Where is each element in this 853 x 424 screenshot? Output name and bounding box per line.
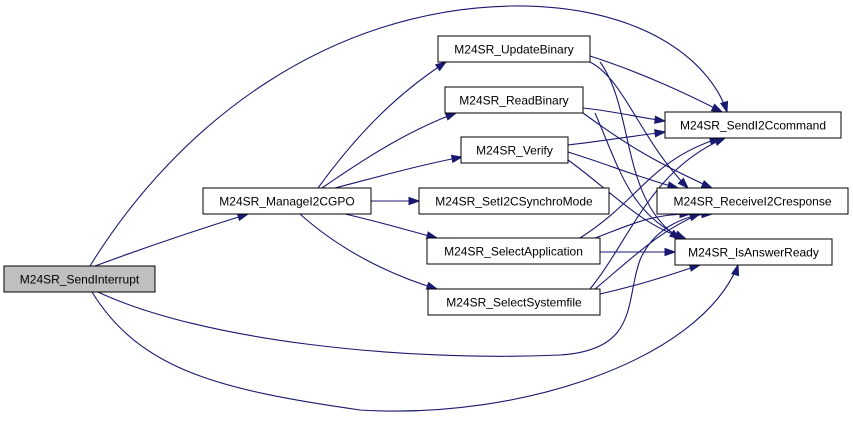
arrowhead xyxy=(720,100,729,114)
node-update-binary[interactable]: M24SR_UpdateBinary xyxy=(437,35,591,63)
edge-line xyxy=(594,112,686,240)
edge-line xyxy=(589,55,723,113)
node-set-i2c-synchro-mode[interactable]: M24SR_SetI2CSynchroMode xyxy=(418,187,610,215)
edge-send-interrupt-to-send-i2c-command xyxy=(89,5,729,267)
node-label: M24SR_IsAnswerReady xyxy=(688,246,819,260)
edge-line xyxy=(97,213,713,357)
edge-select-systemfile-to-is-answer-ready xyxy=(599,263,702,295)
arrowhead xyxy=(425,281,439,290)
node-manage-i2c-gpo[interactable]: M24SR_ManageI2CGPO xyxy=(202,187,372,215)
node-select-systemfile[interactable]: M24SR_SelectSystemfile xyxy=(427,288,601,316)
arrowhead xyxy=(444,112,458,121)
edge-line xyxy=(344,213,438,239)
edge-send-interrupt-to-is-answer-ready xyxy=(91,263,740,412)
edge-line xyxy=(94,213,249,267)
edge-update-binary-to-send-i2c-command xyxy=(589,55,724,113)
arrowhead xyxy=(713,137,727,147)
edge-line xyxy=(594,213,701,290)
edge-line xyxy=(334,156,463,189)
node-label: M24SR_SetI2CSynchroMode xyxy=(435,195,593,209)
arrowhead xyxy=(731,263,740,277)
node-send-interrupt[interactable]: M24SR_SendInterrupt xyxy=(3,265,156,293)
arrowhead xyxy=(654,129,667,138)
edge-line xyxy=(567,151,679,189)
edge-line xyxy=(567,131,666,146)
edge-read-binary-to-send-i2c-command xyxy=(582,107,667,124)
edge-select-systemfile-to-receive xyxy=(594,213,702,290)
arrowhead xyxy=(236,213,250,222)
edge-send-interrupt-to-manage-i2c-gpo xyxy=(94,213,250,267)
node-label: M24SR_SelectApplication xyxy=(444,245,583,259)
edge-manage-to-select-systemfile xyxy=(299,213,439,290)
node-label: M24SR_UpdateBinary xyxy=(454,43,573,57)
edge-line xyxy=(579,137,721,239)
edge-manage-to-read-binary xyxy=(321,112,458,189)
arrowhead xyxy=(688,213,702,222)
edge-update-binary-to-receive xyxy=(589,61,690,190)
edge-line xyxy=(589,137,726,290)
arrowhead xyxy=(677,177,690,190)
arrowhead xyxy=(408,196,421,206)
edge-manage-to-verify xyxy=(334,154,464,189)
arrowhead xyxy=(710,103,724,113)
arrowhead xyxy=(664,247,677,257)
node-label: M24SR_SendI2Ccommand xyxy=(680,119,826,133)
call-graph-nodes: M24SR_SendInterrupt M24SR_ManageI2CGPO M… xyxy=(3,35,849,316)
edge-verify-to-receive xyxy=(567,151,680,190)
edge-line xyxy=(599,264,701,295)
node-label: M24SR_ManageI2CGPO xyxy=(219,195,354,209)
edge-line xyxy=(91,264,739,412)
edge-line xyxy=(589,61,689,189)
node-select-application[interactable]: M24SR_SelectApplication xyxy=(426,237,601,265)
edge-select-application-to-is-answer-ready xyxy=(600,247,677,257)
edge-line xyxy=(299,213,438,290)
node-label: M24SR_Verify xyxy=(476,144,553,158)
node-send-i2c-command[interactable]: M24SR_SendI2Ccommand xyxy=(664,111,842,139)
node-receive-i2c-response[interactable]: M24SR_ReceiveI2Cresponse xyxy=(656,187,849,215)
edge-manage-to-update-binary xyxy=(317,61,448,189)
edge-line xyxy=(89,5,728,267)
edge-line xyxy=(321,112,457,189)
node-is-answer-ready[interactable]: M24SR_IsAnswerReady xyxy=(674,238,833,266)
node-verify[interactable]: M24SR_Verify xyxy=(460,136,569,164)
node-label: M24SR_SelectSystemfile xyxy=(446,296,582,310)
edge-manage-to-set-synchro xyxy=(371,196,421,206)
node-label: M24SR_ReceiveI2Cresponse xyxy=(673,195,831,209)
node-read-binary[interactable]: M24SR_ReadBinary xyxy=(444,86,584,114)
edge-verify-to-send-i2c-command xyxy=(567,129,667,146)
arrowhead xyxy=(434,61,448,72)
arrowhead xyxy=(654,115,667,124)
edge-line xyxy=(582,112,713,189)
arrowhead xyxy=(700,179,714,189)
edge-line xyxy=(567,159,687,240)
edge-read-binary-to-receive xyxy=(582,112,714,189)
edge-line xyxy=(317,61,447,189)
arrowhead xyxy=(450,154,464,164)
edge-manage-to-select-application xyxy=(344,213,439,240)
call-graph-edges xyxy=(89,5,740,412)
node-label: M24SR_SendInterrupt xyxy=(20,273,140,287)
edge-line xyxy=(599,61,681,240)
node-label: M24SR_ReadBinary xyxy=(459,94,568,108)
